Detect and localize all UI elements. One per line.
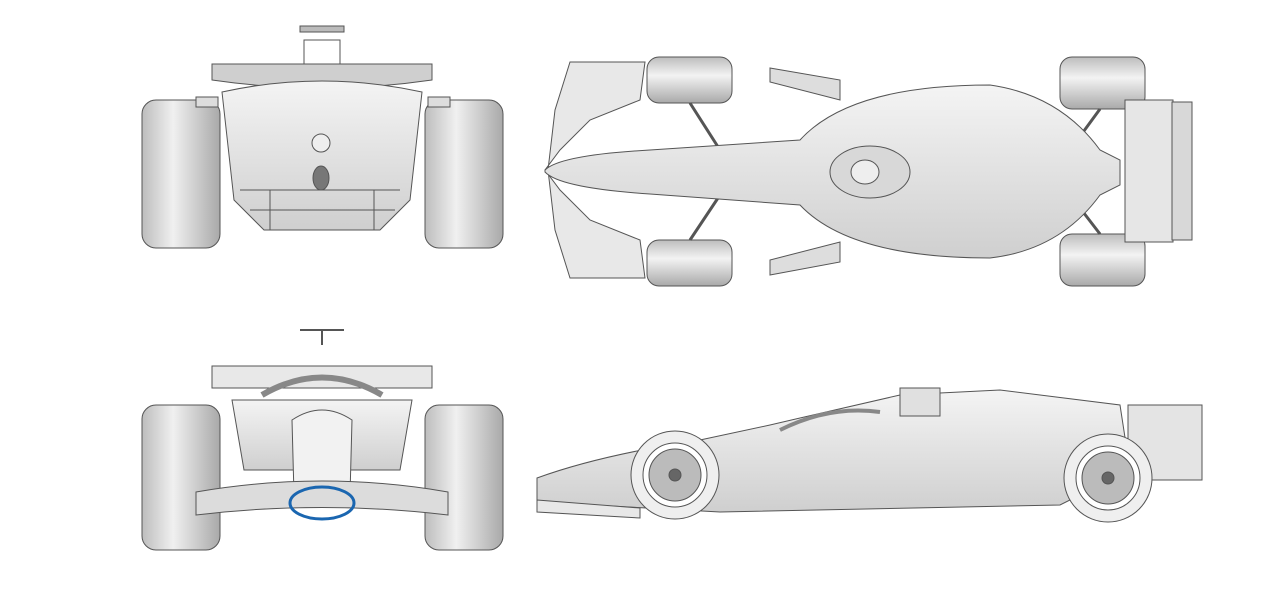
halo (260, 374, 384, 398)
top-view (544, 56, 1193, 287)
front-right-tyre (424, 404, 504, 551)
front-view (141, 329, 504, 551)
rear-left-tyre-top (1059, 56, 1146, 110)
front-left-tyre (141, 404, 221, 551)
rear-right-tyre-top (1059, 233, 1146, 287)
rear-wheel-side (1063, 433, 1153, 523)
side-view (536, 387, 1203, 523)
highlight-ellipse (288, 485, 356, 521)
front-right-tyre-top (646, 239, 733, 287)
front-wing (195, 480, 449, 516)
rear-left-tyre (141, 99, 221, 249)
nose (291, 409, 353, 496)
front-left-tyre-top (646, 56, 733, 104)
rear-body (221, 80, 423, 231)
front-wheel-side (630, 430, 720, 520)
rear-wing-top (1124, 99, 1174, 243)
front-wing-top (544, 61, 646, 279)
rear-right-tyre (424, 99, 504, 249)
rear-view (141, 25, 504, 249)
side-body (536, 389, 1131, 513)
